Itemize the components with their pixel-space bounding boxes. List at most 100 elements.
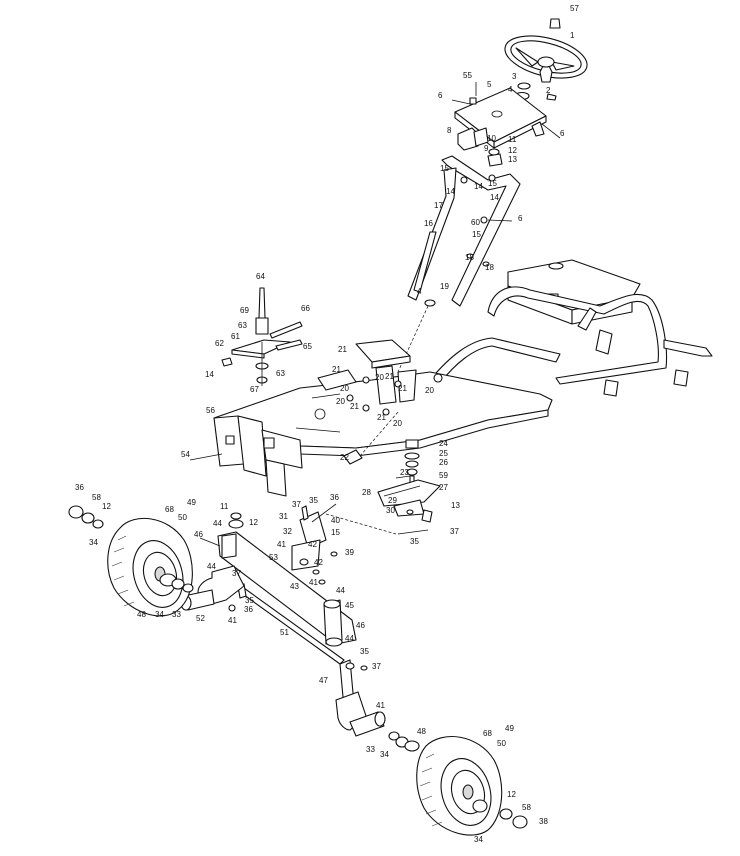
callout-36: 36 <box>244 605 253 614</box>
callout-15: 15 <box>472 230 481 239</box>
callout-33: 33 <box>366 745 375 754</box>
callout-21: 21 <box>398 384 407 393</box>
callout-12: 12 <box>102 502 111 511</box>
callout-68: 68 <box>165 505 174 514</box>
callout-11: 11 <box>220 502 229 511</box>
callout-50: 50 <box>497 739 506 748</box>
callout-10: 10 <box>487 134 496 143</box>
callout-41: 41 <box>309 578 318 587</box>
callout-49: 49 <box>187 498 196 507</box>
callout-32: 32 <box>283 527 292 536</box>
steering-sector-assembly <box>325 439 441 535</box>
callout-18: 18 <box>465 253 474 262</box>
callout-21: 21 <box>338 345 347 354</box>
callout-14: 14 <box>446 187 455 196</box>
callout-20: 20 <box>340 384 349 393</box>
callout-21: 21 <box>332 365 341 374</box>
callout-44: 44 <box>207 562 216 571</box>
callout-12: 12 <box>508 146 517 155</box>
callout-61: 61 <box>231 332 240 341</box>
callout-5: 5 <box>487 80 492 89</box>
callout-54: 54 <box>181 450 190 459</box>
callout-48: 48 <box>137 610 146 619</box>
callout-57: 57 <box>570 4 579 13</box>
callout-35: 35 <box>309 496 318 505</box>
callout-49: 49 <box>505 724 514 733</box>
callout-1: 1 <box>570 31 575 40</box>
right-spindle <box>335 659 386 737</box>
left-front-wheel <box>107 517 194 617</box>
callout-41: 41 <box>376 701 385 710</box>
callout-42: 42 <box>314 558 323 567</box>
callout-62: 62 <box>215 339 224 348</box>
callout-64: 64 <box>256 272 265 281</box>
steering-column-support <box>397 155 521 373</box>
callout-11: 11 <box>508 135 517 144</box>
callout-38: 38 <box>539 817 548 826</box>
callout-20: 20 <box>375 373 384 382</box>
callout-36: 36 <box>330 493 339 502</box>
callout-66: 66 <box>301 304 310 313</box>
front-axle-mount-bracket <box>189 415 303 497</box>
callout-28: 28 <box>362 488 371 497</box>
callout-55: 55 <box>463 71 472 80</box>
callout-63: 63 <box>276 369 285 378</box>
callout-59: 59 <box>439 471 448 480</box>
front-axle <box>199 503 357 647</box>
callout-18: 18 <box>485 263 494 272</box>
callout-15: 15 <box>331 528 340 537</box>
callout-29: 29 <box>388 496 397 505</box>
callout-30: 30 <box>386 506 395 515</box>
callout-37: 37 <box>372 662 381 671</box>
callout-41: 41 <box>228 616 237 625</box>
callout-14: 14 <box>474 182 483 191</box>
callout-42: 42 <box>308 540 317 549</box>
callout-21: 21 <box>350 402 359 411</box>
ignition-bracket <box>457 127 503 167</box>
callout-50: 50 <box>178 513 187 522</box>
callout-34: 34 <box>380 750 389 759</box>
callout-34: 34 <box>155 610 164 619</box>
callout-21: 21 <box>377 413 386 422</box>
callout-22: 22 <box>340 453 349 462</box>
callout-69: 69 <box>240 306 249 315</box>
callout-34: 34 <box>89 538 98 547</box>
callout-46: 46 <box>194 530 203 539</box>
callout-53: 53 <box>269 553 278 562</box>
callout-6: 6 <box>438 91 443 100</box>
callout-19: 19 <box>440 282 449 291</box>
callout-9: 9 <box>484 144 489 153</box>
callout-14: 14 <box>490 193 499 202</box>
callout-37: 37 <box>292 500 301 509</box>
callout-44: 44 <box>213 519 222 528</box>
callout-39: 39 <box>345 548 354 557</box>
callout-27: 27 <box>439 483 448 492</box>
callout-58: 58 <box>522 803 531 812</box>
right-front-wheel <box>388 731 503 836</box>
callout-16: 16 <box>424 219 433 228</box>
callout-35: 35 <box>245 596 254 605</box>
callout-14: 14 <box>205 370 214 379</box>
callout-45: 45 <box>345 601 354 610</box>
callout-26: 26 <box>439 458 448 467</box>
callout-8: 8 <box>447 126 452 135</box>
callout-65: 65 <box>303 342 312 351</box>
callout-31: 31 <box>279 512 288 521</box>
callout-6: 6 <box>518 214 523 223</box>
callout-67: 67 <box>250 385 259 394</box>
left-hub-cap-parts <box>68 505 104 529</box>
callout-24: 24 <box>439 439 448 448</box>
callout-20: 20 <box>393 419 402 428</box>
left-spindle <box>180 565 245 612</box>
callout-17: 17 <box>434 201 443 210</box>
rear-tube-frame <box>429 286 713 397</box>
callout-20: 20 <box>336 397 345 406</box>
callout-3: 3 <box>512 72 517 81</box>
callout-34: 34 <box>474 835 483 844</box>
callout-35: 35 <box>360 647 369 656</box>
callout-40: 40 <box>331 516 340 525</box>
right-hub-cap-parts <box>472 799 528 829</box>
steering-link-assembly <box>221 287 303 386</box>
callout-44: 44 <box>345 634 354 643</box>
